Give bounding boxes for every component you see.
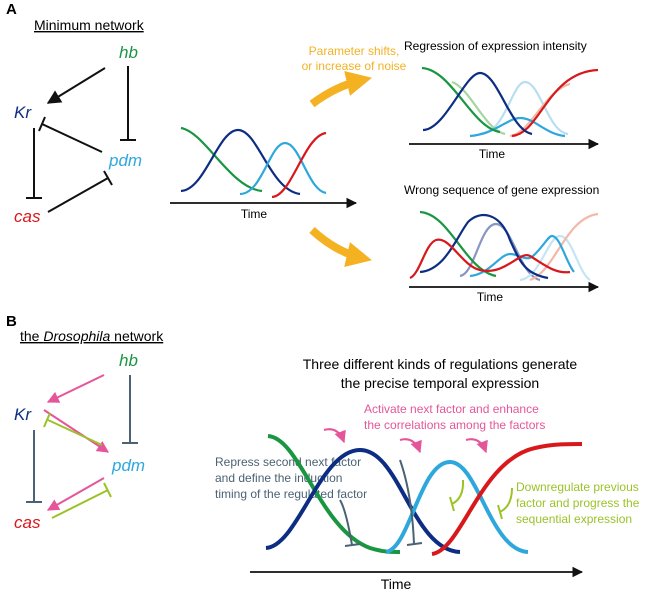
edge-cas-represses-pdm-a [47,177,109,213]
panel-a-title: Minimum network [34,17,145,33]
panel-b-heading-line1: Three different kinds of regulations gen… [303,356,578,372]
panel-b-title: the Drosophila network [20,328,164,344]
curve-hb-top [421,66,501,134]
panel-b-time-label: Time [381,576,412,592]
panel-a-letter: A [6,1,17,18]
curve-cas-center [271,131,327,199]
panel-b-title-italic: Drosophila [43,328,110,344]
panel-b-title-post: network [110,328,164,344]
edge-cas-represses-pdm-bar-b [103,482,112,498]
curve-cas-b [431,442,583,556]
edge-pdm-represses-kr-bar-b [43,412,51,428]
activation-arrow-3 [465,438,488,454]
regulation-expression-plot: Time [250,428,584,592]
curve-kr-bottom [419,214,549,280]
top-right-time-label: Time [479,147,506,161]
edge-cas-represses-pdm-bar-a [103,170,113,186]
repress-note-line3: timing of the regulated factor [215,487,367,501]
panel-b-heading-line2: the precise temporal expression [341,375,539,391]
panel-b-title-pre: the [20,328,43,344]
curve-kr-top [422,71,533,136]
bottom-right-title: Wrong sequence of gene expression [404,183,599,197]
curve-pdm-faded-bottom [519,234,591,282]
regression-expression-plot: Time [409,66,600,161]
gene-label-hb-a: hb [119,43,138,62]
downregulate-note-line3: sequential expression [516,512,632,526]
gene-label-cas-a: cas [14,207,41,226]
repression-gray-1-bar [344,543,361,547]
activation-arrow-2 [399,438,422,454]
curve-cas-faded-top [509,82,571,138]
repression-green-1 [451,479,465,505]
curve-pdm-top [469,116,566,138]
curve-cas-top [511,68,599,138]
repression-gray-2 [399,459,415,545]
gene-label-cas-b: cas [14,513,41,532]
edge-pdm-represses-kr-b [47,419,103,446]
edge-pdm-represses-kr-bar-a [38,116,46,132]
gene-label-pdm-b: pdm [111,456,145,475]
activation-arrow-1 [323,428,346,444]
curve-kr-center [180,128,301,196]
repression-gray-2-bar [406,542,423,546]
edge-pdm-activates-cas-b [46,477,105,511]
gene-label-kr-a: Kr [14,103,32,122]
repression-green-2-bar [497,504,503,520]
shift-label-line1: Parameter shifts, [309,44,400,58]
curve-kr-faded-bottom [459,222,541,282]
curve-pdm-b [385,459,529,554]
shift-arrow-upper [309,70,372,108]
network-edges-b [26,374,138,519]
edge-cas-represses-pdm-b [51,489,109,519]
bottom-right-time-label: Time [477,290,504,304]
curve-cas-bottom [409,238,571,280]
gene-label-kr-b: Kr [14,405,32,424]
activate-note-line1: Activate next factor and enhance [364,402,539,416]
repression-gray-1 [339,499,353,546]
curve-hb-bottom [419,210,497,278]
top-right-title: Regression of expression intensity [404,39,587,53]
edge-kr-activates-pdm-b [43,409,110,453]
curve-pdm-bottom [469,234,575,278]
shift-arrow-lower [309,227,372,268]
shift-label-line2: or increase of noise [302,59,407,73]
gene-label-hb-b: hb [119,351,138,370]
edge-hb-activates-kr-a [46,67,106,104]
gene-label-pdm-a: pdm [108,151,142,170]
network-edges-a [26,66,136,213]
activate-note-line2: the correlations among the factors [364,418,545,432]
panel-b-letter: B [6,313,17,330]
center-time-label: Time [241,207,268,221]
repress-note-line1: Repress second next factor [215,455,361,469]
repression-green-2 [499,487,513,513]
curve-pdm-faded-top [479,80,569,136]
repression-green-1-bar [449,496,455,512]
downregulate-note-line2: factor and progress the [516,496,640,510]
edge-hb-activates-kr-b [46,374,105,403]
curve-pdm-center [239,141,327,196]
downregulate-note-line1: Downregulate previous [516,480,639,494]
curve-kr-b [265,447,461,554]
edge-pdm-represses-kr-a [41,123,103,153]
center-expression-plot: Time [170,126,358,221]
wrong-sequence-plot: Time [409,210,600,304]
